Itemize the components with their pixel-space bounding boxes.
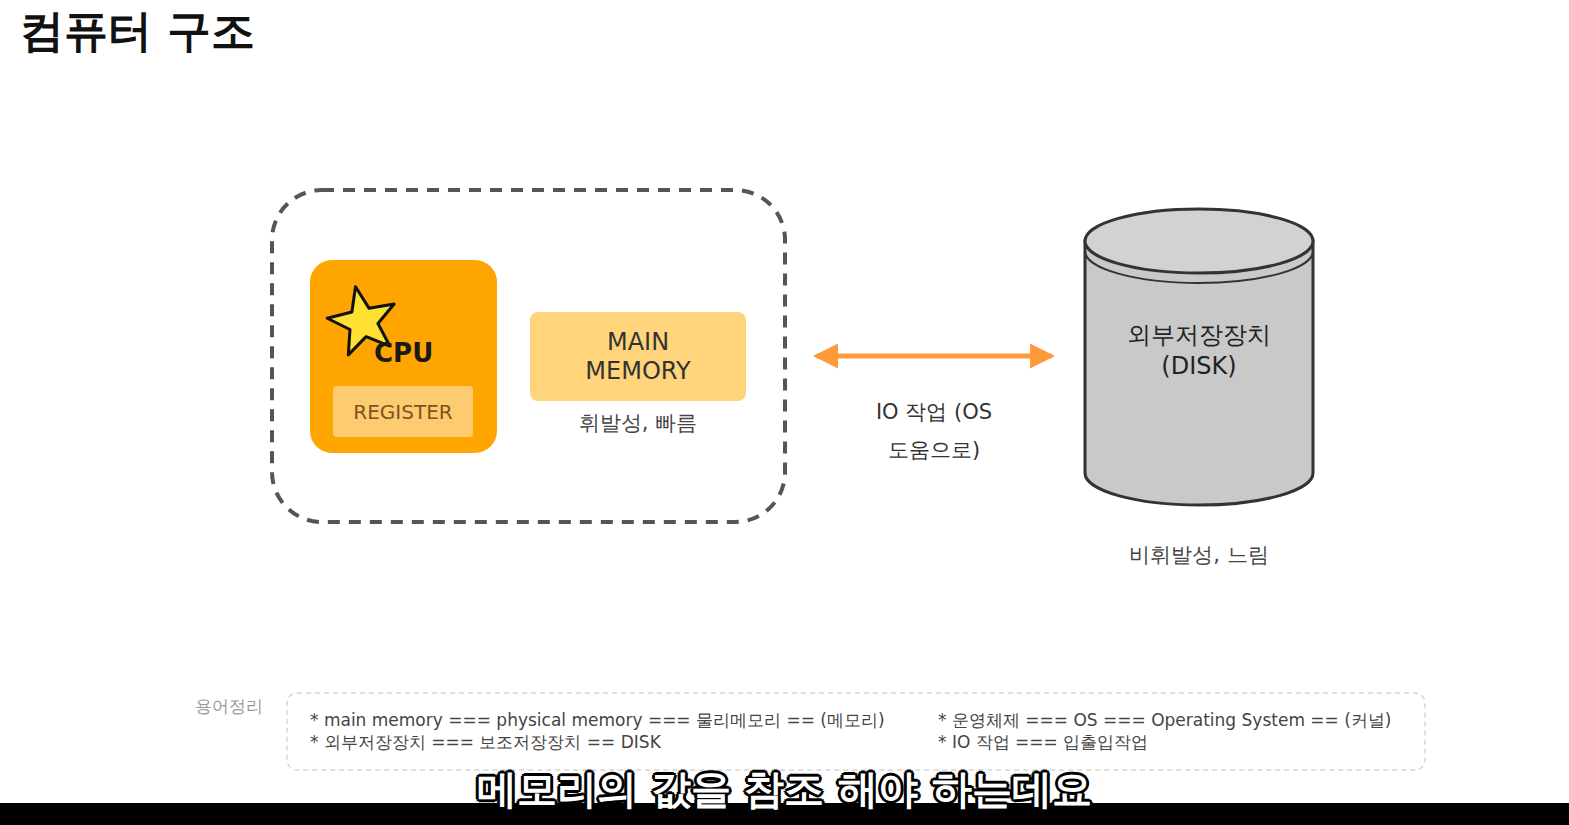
memory-box: MAIN MEMORY 휘발성, 빠름 <box>530 312 746 442</box>
memory-region <box>272 190 785 522</box>
disk-note: 비휘발성, 느림 <box>1082 542 1316 569</box>
memory-fill: MAIN MEMORY <box>530 312 746 401</box>
video-subtitle: 메모리의 값을 참조 해야 하는데요 <box>0 762 1569 817</box>
glossary-heading: 용어정리 <box>195 695 263 718</box>
glossary-item: * 운영체제 === OS === Operating System == (커… <box>938 709 1392 732</box>
io-arrow <box>818 354 1050 359</box>
glossary-item: * main memory === physical memory === 물리… <box>310 709 885 732</box>
memory-note: 휘발성, 빠름 <box>530 409 746 437</box>
glossary-item: * 외부저장장치 === 보조저장장치 == DISK <box>310 731 661 754</box>
glossary-box <box>287 693 1425 770</box>
cpu-box: REGISTER CPU <box>310 260 497 453</box>
disk-cylinder: 외부저장장치 (DISK) 비휘발성, 느림 <box>1082 205 1316 577</box>
memory-label: MAIN MEMORY <box>563 328 713 386</box>
register-box: REGISTER <box>333 386 473 437</box>
register-label: REGISTER <box>353 400 452 424</box>
page-title: 컴퓨터 구조 <box>20 2 255 61</box>
glossary-item: * IO 작업 === 입출입작업 <box>938 731 1148 754</box>
disk-label: 외부저장장치 (DISK) <box>1082 320 1316 382</box>
cpu-label: CPU <box>374 338 433 368</box>
edge-label: IO 작업 (OS 도움으로) <box>849 394 1019 470</box>
